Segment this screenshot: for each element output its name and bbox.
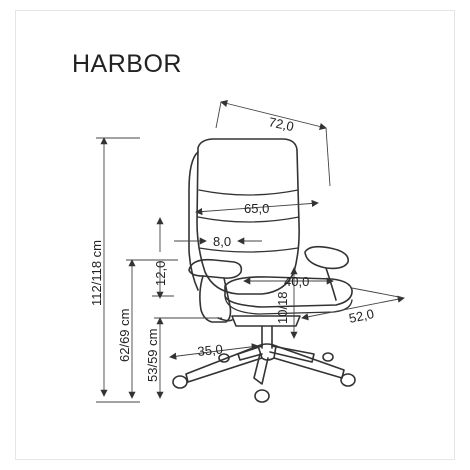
label-seat-width: 40,0 — [284, 274, 309, 289]
label-total-height: 112/118 cm — [89, 240, 104, 306]
label-width: 72,0 — [267, 114, 295, 134]
label-base-radius: 35,0 — [197, 341, 224, 359]
label-lumbar: 8,0 — [213, 234, 231, 249]
product-title: HARBOR — [72, 50, 182, 78]
label-seat-thickness: 10/18 — [275, 291, 290, 324]
border-frame — [15, 10, 455, 460]
label-armrest-height: 12,0 — [153, 261, 168, 286]
label-depth: 52,0 — [348, 306, 376, 326]
label-seat-height: 53/59 cm — [145, 329, 160, 382]
label-armrest-floor: 62/69 cm — [117, 309, 132, 362]
label-backrest-width: 65,0 — [244, 201, 269, 216]
dimension-lines — [96, 100, 405, 403]
chair-outline — [172, 138, 356, 403]
